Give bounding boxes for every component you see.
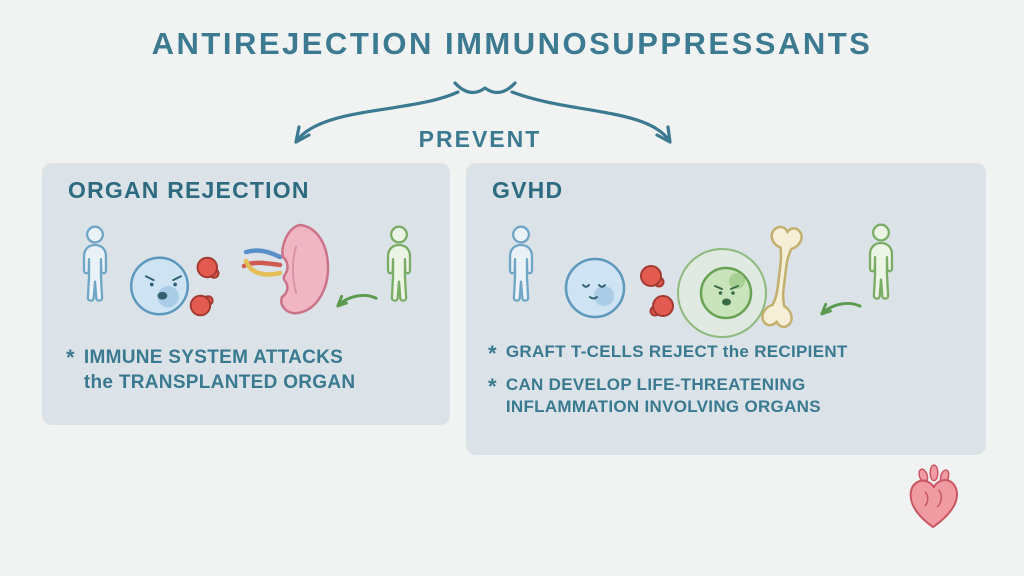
organ-rejection-heading: ORGAN REJECTION — [68, 177, 310, 203]
host-cell-icon — [564, 257, 626, 319]
boxing-glove-icon — [189, 294, 214, 317]
organ-rejection-notes: * IMMUNE SYSTEM ATTACKS the TRANSPLANTED… — [66, 345, 356, 395]
green-arrow-icon — [820, 302, 862, 316]
bullet-text: GRAFT T-CELLS REJECT the RECIPIENT — [505, 342, 848, 361]
organ-rejection-panel: ORGAN REJECTION — [42, 163, 450, 425]
prevent-label: PREVENT — [418, 126, 542, 152]
arrowhead-right — [655, 125, 672, 144]
arrow-to-left-panel — [294, 90, 460, 144]
bone-icon — [761, 225, 803, 329]
graft-t-cell-icon — [677, 248, 767, 338]
boxing-glove-icon — [196, 256, 220, 279]
bullet-marker: * — [488, 341, 497, 366]
title-pointer-squiggle — [453, 81, 517, 95]
gvhd-heading: GVHD — [492, 177, 564, 203]
bullet-marker: * — [66, 345, 75, 370]
bullet-text: IMMUNE SYSTEM ATTACKS the TRANSPLANTED O… — [83, 347, 356, 394]
arrowhead-left — [294, 125, 311, 144]
gvhd-panel: GVHD — [466, 163, 986, 455]
split-arrows — [294, 81, 672, 144]
kidney-icon — [241, 223, 330, 315]
bullet-marker: * — [488, 374, 497, 399]
gvhd-notes: * GRAFT T-CELLS REJECT the RECIPIENT * C… — [488, 341, 906, 419]
donor-person-icon — [386, 225, 412, 302]
immune-cell-boxing-gloves-icon — [130, 256, 220, 317]
heart-logo-icon — [909, 464, 958, 529]
donor-person-icon — [868, 223, 894, 300]
recipient-person-icon — [82, 225, 108, 302]
bullet-item: * GRAFT T-CELLS REJECT the RECIPIENT — [488, 341, 906, 365]
green-arrow-icon — [336, 294, 378, 308]
bullet-text: CAN DEVELOP LIFE-THREATENING INFLAMMATIO… — [505, 375, 821, 417]
page-title: ANTIREJECTION IMMUNOSUPPRESSANTS — [151, 26, 873, 61]
arrow-to-right-panel — [510, 90, 672, 144]
recipient-person-icon — [508, 225, 534, 302]
bullet-item: * CAN DEVELOP LIFE-THREATENING INFLAMMAT… — [488, 374, 906, 419]
bullet-item: * IMMUNE SYSTEM ATTACKS the TRANSPLANTED… — [66, 345, 356, 395]
boxing-gloves-icon — [640, 265, 674, 317]
